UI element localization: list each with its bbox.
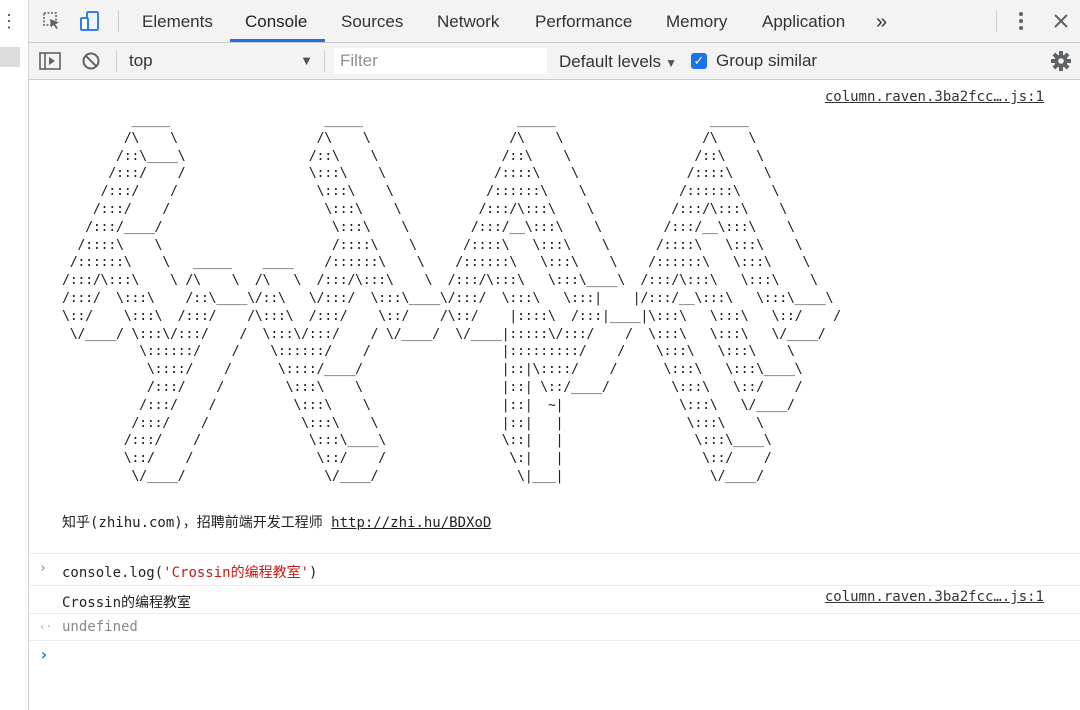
clear-console-icon[interactable] <box>78 43 104 79</box>
more-tabs-button[interactable]: » <box>876 11 888 33</box>
tabbar-divider-right <box>996 10 997 32</box>
show-sidebar-icon[interactable] <box>37 43 63 79</box>
toolbar-divider <box>116 50 117 72</box>
zhihu-link[interactable]: http://zhi.hu/BDXoD <box>331 515 492 531</box>
dropdown-arrow-icon: ▼ <box>665 56 677 70</box>
log-output: Crossin的编程教室 <box>62 595 192 611</box>
input-prompt-icon[interactable]: › <box>39 645 49 664</box>
zhihu-message: 知乎(zhihu.com)，招聘前端开发工程师 http://zhi.hu/BD… <box>62 512 491 532</box>
console-output: column.raven.3ba2fcc….js:1 _____ _____ _… <box>29 80 1080 710</box>
dropdown-arrow-icon: ▼ <box>300 53 313 68</box>
toolbar-divider-2 <box>324 50 325 72</box>
left-panel-tab[interactable] <box>0 47 20 67</box>
zhihu-text: 知乎(zhihu.com)，招聘前端开发工程师 <box>62 515 332 531</box>
return-value: undefined <box>62 619 138 635</box>
log-levels-label: Default levels <box>559 52 662 71</box>
left-panel-strip: ⋮ <box>0 0 29 710</box>
command-entry: console.log('Crossin的编程教室') <box>62 562 317 582</box>
command-string: 'Crossin的编程教室' <box>163 565 310 581</box>
tab-console[interactable]: Console <box>245 12 308 31</box>
devtools-panel: Elements Console Sources Network Perform… <box>29 0 1080 710</box>
group-similar-toggle[interactable]: ✓ Group similar <box>691 43 817 79</box>
log-levels-dropdown[interactable]: Default levels▼ <box>559 43 677 79</box>
console-toolbar: top ▼ Default levels▼ ✓ Group similar <box>29 43 1080 80</box>
checkbox-checked-icon[interactable]: ✓ <box>691 53 707 69</box>
more-vertical-icon[interactable]: ⋮ <box>0 11 18 31</box>
filter-input[interactable] <box>334 48 547 74</box>
command-prefix: console.log( <box>62 565 164 581</box>
inspect-element-icon[interactable] <box>39 0 65 42</box>
source-link[interactable]: column.raven.3ba2fcc….js:1 <box>824 589 1044 605</box>
context-selector[interactable]: top ▼ <box>129 49 313 73</box>
row-divider <box>29 553 1080 554</box>
active-tab-indicator <box>230 39 325 42</box>
customize-menu-icon[interactable] <box>1010 0 1032 42</box>
ascii-art-message: _____ _____ _____ _____ /\ \ /\ \ /\ \ /… <box>62 113 841 484</box>
tab-network[interactable]: Network <box>437 12 500 31</box>
tab-sources[interactable]: Sources <box>341 12 404 31</box>
tab-memory[interactable]: Memory <box>666 12 728 31</box>
row-divider <box>29 613 1080 614</box>
console-settings-gear-icon[interactable] <box>1049 43 1073 79</box>
row-divider <box>29 640 1080 641</box>
tab-bar: Elements Console Sources Network Perform… <box>29 0 1080 43</box>
tabbar-divider <box>118 10 119 32</box>
command-suffix: ) <box>309 565 318 581</box>
close-icon[interactable] <box>1049 0 1073 42</box>
context-value: top <box>129 51 153 70</box>
group-similar-label: Group similar <box>716 51 818 70</box>
tab-elements[interactable]: Elements <box>142 12 213 31</box>
device-toolbar-icon[interactable] <box>77 0 103 42</box>
tab-application[interactable]: Application <box>762 12 846 31</box>
source-link[interactable]: column.raven.3ba2fcc….js:1 <box>824 89 1044 105</box>
return-arrow-icon: ‹· <box>39 620 53 633</box>
row-divider <box>29 585 1080 586</box>
command-arrow-icon: › <box>39 561 47 576</box>
tab-performance[interactable]: Performance <box>535 12 633 31</box>
